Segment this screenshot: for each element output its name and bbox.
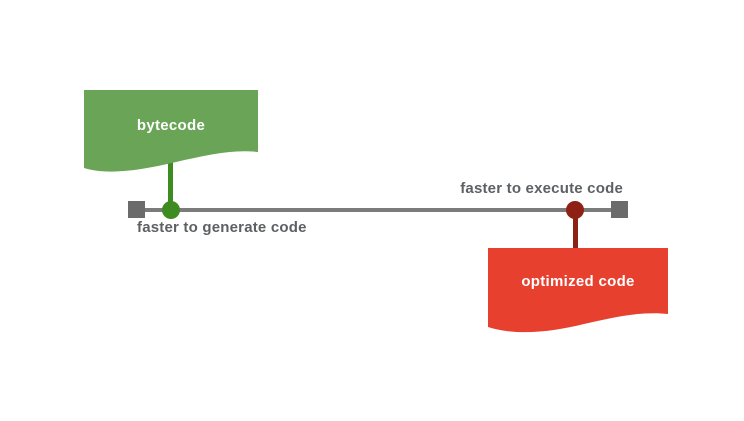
axis-label-faster-to-execute: faster to execute code: [460, 180, 623, 197]
optimized-code-banner-shape: [488, 248, 668, 333]
bytecode-banner-label: bytecode: [136, 116, 206, 134]
optimized-code-banner: [488, 248, 668, 333]
bytecode-stem: [168, 158, 173, 211]
axis-label-faster-to-generate: faster to generate code: [137, 219, 307, 236]
optimized-code-stem: [573, 209, 578, 250]
spectrum-axis-line: [136, 208, 621, 212]
axis-endpoint-left-square: [128, 201, 145, 218]
bytecode-banner: [84, 90, 258, 172]
optimized-code-banner-label: optimized code: [521, 272, 635, 290]
axis-endpoint-right-square: [611, 201, 628, 218]
bytecode-marker-dot: [162, 201, 180, 219]
bytecode-banner-shape: [84, 90, 258, 172]
optimized-code-marker-dot: [566, 201, 584, 219]
